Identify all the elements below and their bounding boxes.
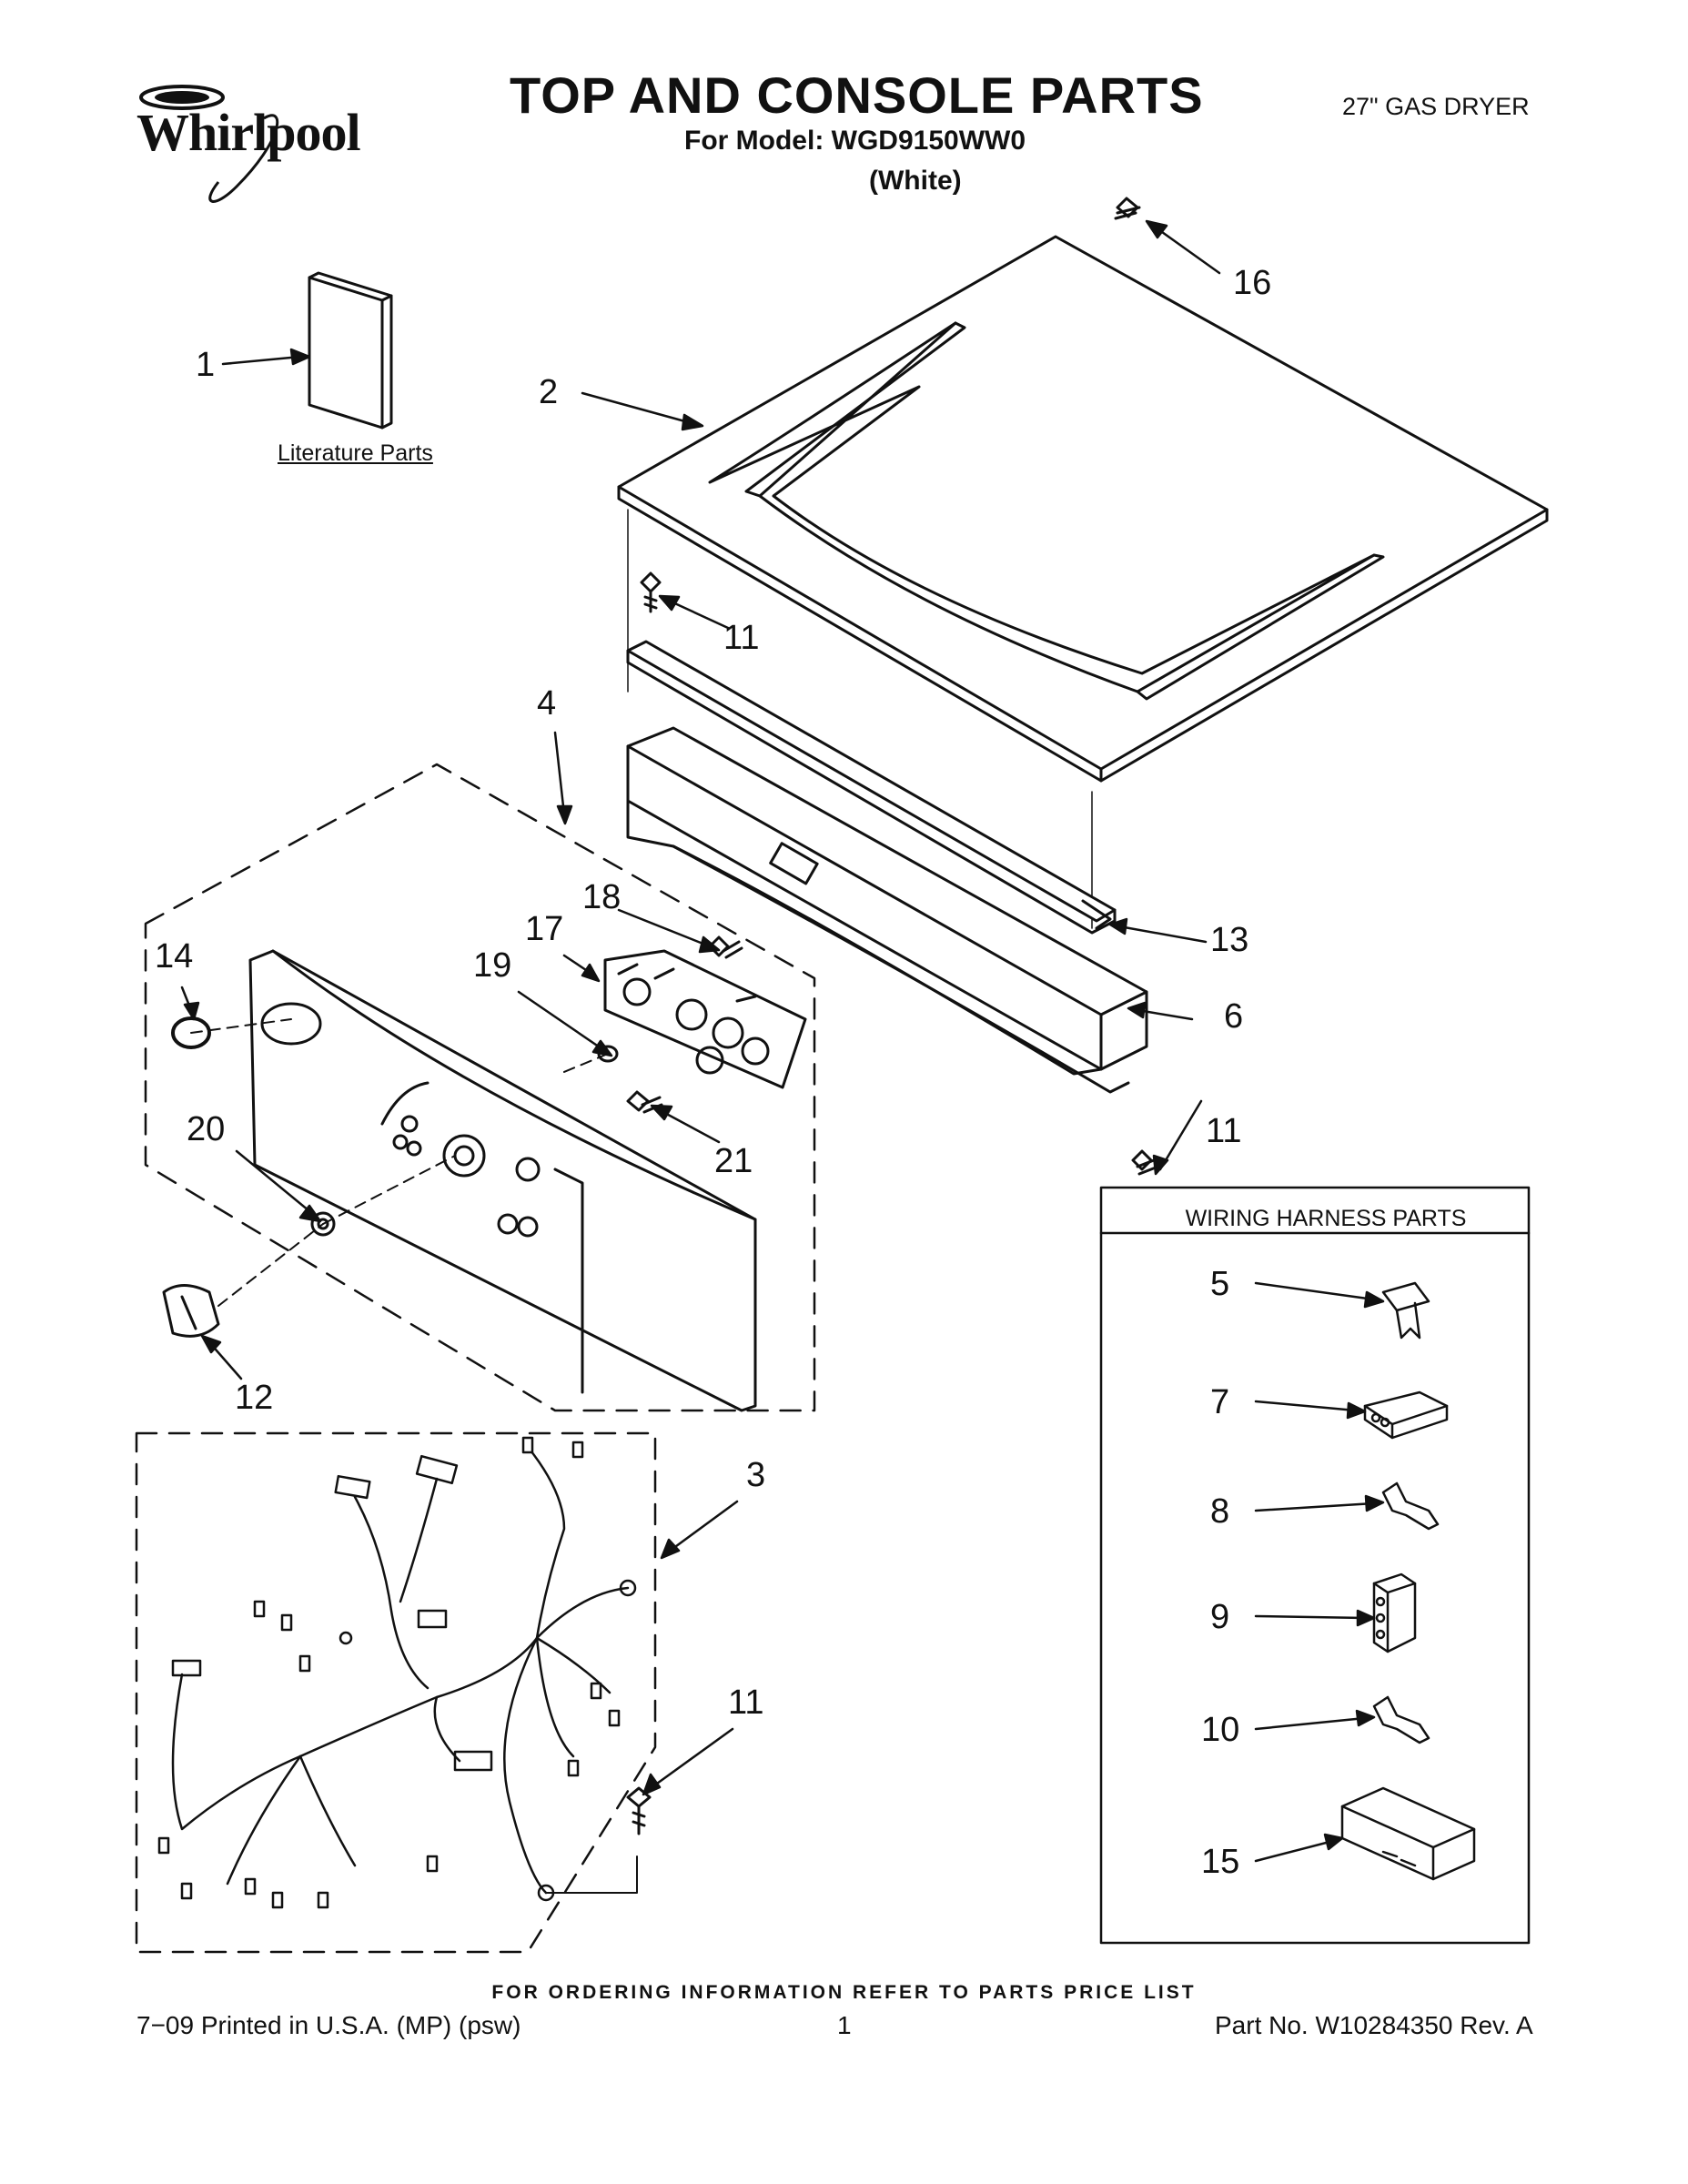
callout-21: 21 [714, 1142, 753, 1180]
screw-icon-11-top [640, 571, 662, 613]
callout-4: 4 [537, 684, 557, 723]
connector-icon-9 [1372, 1572, 1417, 1653]
wiring-harness-parts-box [1099, 1186, 1531, 1945]
dryer-top-panel [617, 235, 1549, 783]
wiring-harness-title: WIRING HARNESS PARTS [1185, 1206, 1467, 1231]
callout-13: 13 [1210, 921, 1249, 959]
callout-15: 15 [1201, 1843, 1240, 1881]
page-number: 1 [837, 2011, 852, 2039]
model-color: (White) [869, 166, 962, 196]
console-panel [248, 949, 757, 1412]
callout-14: 14 [155, 937, 194, 976]
callout-6: 6 [1224, 997, 1244, 1036]
leader-lines [180, 219, 1385, 1863]
front-bracket [626, 640, 1117, 935]
callout-8: 8 [1210, 1492, 1230, 1531]
callout-17: 17 [525, 910, 564, 948]
callout-11-top: 11 [723, 619, 760, 657]
console-assembly-boundary [144, 763, 816, 1412]
connector-icon-7 [1363, 1390, 1449, 1440]
callout-18: 18 [582, 878, 622, 916]
clip-icon-5 [1381, 1281, 1430, 1340]
callout-9: 9 [1210, 1598, 1230, 1636]
callout-11-lower: 11 [728, 1684, 764, 1722]
callout-1: 1 [196, 346, 216, 384]
callout-5: 5 [1210, 1265, 1230, 1303]
callout-7: 7 [1210, 1383, 1230, 1421]
callout-20: 20 [187, 1110, 226, 1148]
ordering-note: FOR ORDERING INFORMATION REFER TO PARTS … [491, 1982, 1197, 2003]
wiring-harness [157, 1436, 638, 1909]
wiring-harness-boundary [135, 1431, 657, 1954]
callout-16: 16 [1233, 264, 1272, 302]
part-number: Part No. W10284350 Rev. A [1215, 2011, 1533, 2039]
terminal-icon-10 [1372, 1695, 1430, 1744]
page-title: TOP AND CONSOLE PARTS [510, 66, 1204, 124]
control-board [603, 949, 807, 1089]
screw-icon-16 [1114, 197, 1141, 220]
console-frame [626, 726, 1148, 1094]
screw-icon-11-lower [626, 1786, 652, 1835]
grommet-14 [171, 1016, 211, 1049]
knob-12 [162, 1284, 220, 1338]
callout-3: 3 [746, 1456, 766, 1494]
model-line: For Model: WGD9150WW0 [684, 126, 1026, 156]
callout-2: 2 [539, 373, 559, 411]
callout-10: 10 [1201, 1711, 1240, 1749]
whirlpool-logo-icon [139, 85, 279, 203]
connector-block-icon-15 [1340, 1786, 1476, 1881]
callout-19: 19 [473, 946, 512, 985]
screw-icon-11-right [1131, 1149, 1157, 1176]
product-type: 27" GAS DRYER [1342, 93, 1530, 120]
brand-logo-text: Whirlpool [136, 103, 361, 162]
literature-parts-label: Literature Parts [278, 440, 433, 466]
print-info: 7−09 Printed in U.S.A. (MP) (psw) [136, 2011, 521, 2039]
callout-11-right: 11 [1206, 1112, 1242, 1150]
callout-12: 12 [235, 1379, 274, 1417]
literature-booklet-icon [308, 271, 393, 430]
terminal-icon-8 [1381, 1481, 1440, 1531]
